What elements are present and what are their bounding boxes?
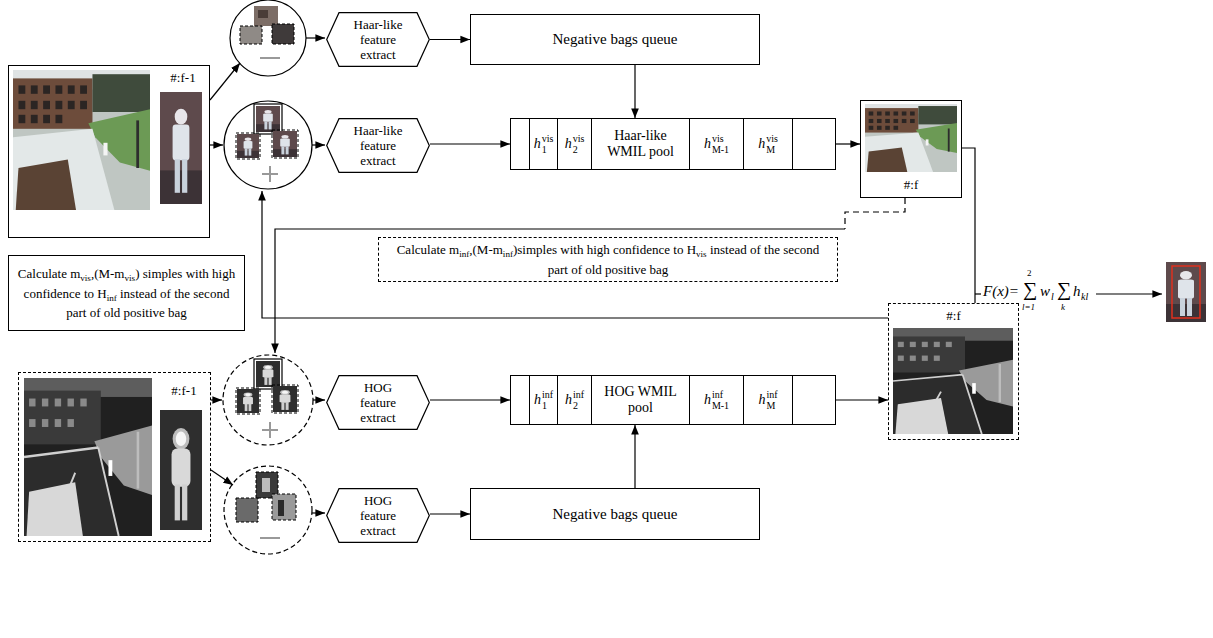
node-label: HOG WMIL pool [591, 376, 689, 424]
node-label: #:f-1 [159, 383, 209, 398]
hexagon-shape [327, 489, 430, 543]
queue-box: Negative bags queue [470, 488, 760, 540]
node-label: #:f-1 [157, 70, 209, 85]
connector-arrow [836, 143, 860, 144]
pool-box: h1vish2visHaar-like WMIL poolhM-1vishMvi… [510, 118, 836, 170]
node-label: hM-1inf [689, 376, 743, 424]
queue-box: Negative bags queue [470, 14, 760, 65]
formula-term: w [1040, 284, 1050, 299]
node-label: h2vis [557, 119, 591, 169]
frame-box: #:f-1 [18, 372, 211, 542]
node-label: h1inf [529, 376, 557, 424]
formula-term: kl [1081, 292, 1088, 302]
frame-box: #:f-1 [8, 65, 210, 238]
formula-term: F(x)= [983, 284, 1019, 299]
connector-arrow [430, 513, 470, 514]
pool-box: h1infh2infHOG WMIL poolhM-1infhMinf [510, 375, 836, 425]
feature-hexagon: HOG feature extract [326, 375, 430, 430]
feature-hexagon: HOG feature extract [326, 488, 430, 543]
formula-term: k [1061, 303, 1065, 312]
node-label: Haar-like feature extract [346, 17, 410, 62]
node-label: HOG feature extract [346, 380, 410, 425]
node-label: Negative bags queue [553, 506, 678, 523]
connector-arrow [430, 399, 510, 400]
node-label: hMvis [743, 119, 793, 169]
node-label: #:f [861, 177, 961, 192]
node-label: Calculate minf,(M-minf)simples with high… [385, 242, 831, 277]
node-label: h2inf [557, 376, 591, 424]
feature-hexagon: Haar-like feature extract [326, 12, 430, 67]
node-label: Negative bags queue [553, 31, 678, 48]
connector-arrow [634, 425, 635, 488]
connector-arrow [430, 39, 470, 40]
node-label: HOG feature extract [346, 493, 410, 538]
note-box: Calculate minf,(M-minf)simples with high… [378, 237, 838, 282]
feature-hexagon: Haar-like feature extract [326, 118, 430, 173]
formula-term: l [1051, 292, 1054, 302]
hexagon-shape [327, 13, 430, 67]
note-box: Calculate mvis,(M-mvis) simples with hig… [8, 255, 245, 331]
node-label: hMinf [743, 376, 793, 424]
connector-arrow [836, 399, 888, 400]
hexagon-shape [327, 119, 430, 173]
hexagon-shape [327, 376, 430, 430]
connector-arrow [634, 65, 635, 118]
formula-term: l=1 [1022, 303, 1035, 312]
node-label: Haar-like WMIL pool [591, 119, 689, 169]
connector-arrow [430, 143, 510, 144]
formula-term: 2 [1027, 269, 1032, 278]
frame-box: #:f [860, 100, 962, 198]
formula-term: ∑ [1057, 279, 1071, 299]
formula-term: h [1073, 284, 1081, 299]
node-label: #:f [889, 308, 1018, 323]
node-label: h1vis [529, 119, 557, 169]
node-label: Calculate mvis,(M-mvis) simples with hig… [15, 266, 238, 320]
node-label: Haar-like feature extract [346, 123, 410, 168]
formula-term: ∑ [1023, 279, 1037, 299]
node-label: hM-1vis [689, 119, 743, 169]
frame-box: #:f [888, 303, 1019, 440]
